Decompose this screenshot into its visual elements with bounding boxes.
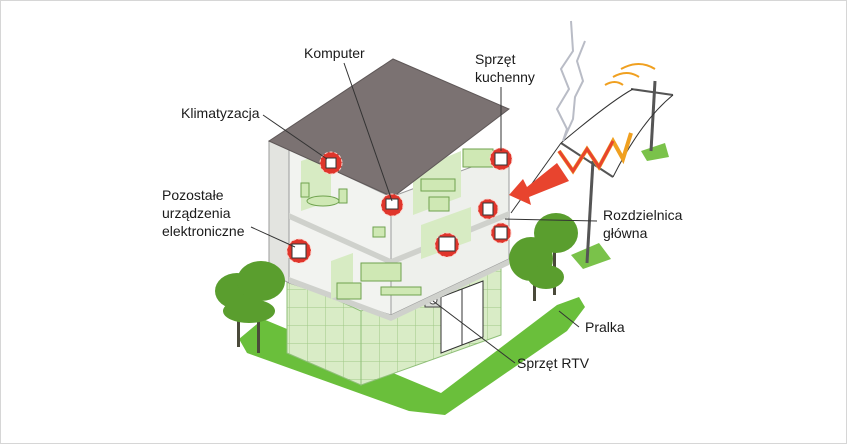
label-klimatyzacja: Klimatyzacja xyxy=(181,105,260,121)
surge-wave xyxy=(509,63,656,205)
label-komputer: Komputer xyxy=(304,45,365,61)
trees xyxy=(215,213,578,353)
power-lines xyxy=(510,80,674,264)
surge-switchboard2-icon xyxy=(490,222,512,244)
furniture xyxy=(300,148,494,300)
tree-right-icon xyxy=(509,213,578,301)
labels: Komputer Sprzęt kuchenny Klimatyzacja Po… xyxy=(162,45,683,371)
surge-rtv-icon xyxy=(434,232,460,258)
surge-pozostale-icon xyxy=(286,238,312,264)
surge-klimatyzacja-icon xyxy=(319,151,343,175)
surge-kuchenny-icon xyxy=(489,147,513,171)
label-rozdzielnica-1: Rozdzielnica xyxy=(603,207,683,223)
surge-komputer-icon xyxy=(380,193,404,217)
label-rozdzielnica-2: główna xyxy=(603,225,648,241)
surge-markers xyxy=(286,147,513,264)
lightning-icon xyxy=(555,20,586,142)
label-pozostale-2: urządzenia xyxy=(162,205,231,221)
label-pozostale-3: elektroniczne xyxy=(162,223,245,239)
leader-lines xyxy=(250,62,598,364)
surge-rozdzielnica-icon xyxy=(477,198,499,220)
label-sprzet-rtv: Sprzęt RTV xyxy=(517,355,590,371)
surge-arrow-icon xyxy=(509,163,569,205)
label-sprzet-kuchenny-1: Sprzęt xyxy=(475,51,516,67)
label-pozostale-1: Pozostałe xyxy=(162,187,224,203)
label-sprzet-kuchenny-2: kuchenny xyxy=(475,69,535,85)
label-pralka: Pralka xyxy=(585,319,625,335)
tree-left-icon xyxy=(215,261,285,353)
